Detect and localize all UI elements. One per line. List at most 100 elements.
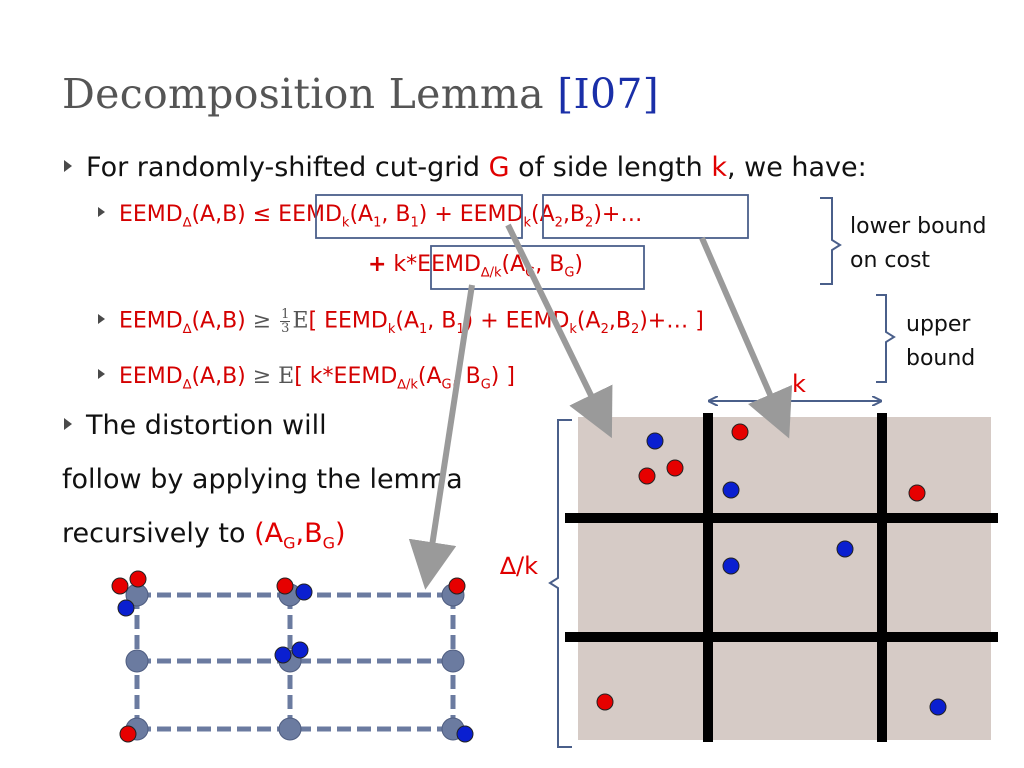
l3-den: 3 bbox=[281, 321, 290, 336]
bullet1-k-symbol: k bbox=[711, 152, 727, 183]
lemma-line-1: EEMD∆(A,B) ≤ EEMDk(A1, B1) + EEMDk(A2,B2… bbox=[98, 202, 642, 230]
cut-grid-lines bbox=[565, 413, 998, 742]
point-blue bbox=[291, 641, 309, 659]
l3-args: (A,B) bbox=[191, 308, 253, 334]
l1-t2-s1: 2 bbox=[554, 215, 563, 231]
l1-lhs-args: (A,B) ≤ bbox=[191, 202, 279, 227]
l3-k1: k bbox=[387, 321, 396, 337]
l2-s2: G bbox=[564, 265, 575, 281]
recursive-grid-nodes bbox=[125, 583, 465, 741]
l3-bb: (A bbox=[395, 308, 419, 334]
bullet2-c-s2: G bbox=[322, 533, 336, 553]
l2-a: (A bbox=[501, 252, 526, 277]
l1-plus: + bbox=[427, 202, 460, 227]
bullet2-line-c: recursively to (AG,BG) bbox=[62, 518, 346, 552]
l1-t1-s2: 1 bbox=[410, 215, 419, 231]
lower-bound-line-1: lower bound bbox=[850, 214, 987, 239]
bullet2-c-pre: recursively to bbox=[62, 518, 255, 549]
bullet2-line-b: follow by applying the lemma bbox=[62, 464, 463, 495]
l3-bg: )+… ] bbox=[639, 308, 704, 334]
point-red bbox=[276, 577, 294, 595]
l1-t2: EEMD bbox=[459, 202, 524, 227]
l1-tail: +… bbox=[601, 202, 643, 227]
l3-lhs: EEMD bbox=[119, 308, 183, 334]
l3-expectation: E bbox=[292, 308, 309, 334]
l4-bb: (A bbox=[417, 364, 442, 389]
point-blue bbox=[295, 583, 313, 601]
arrow-box2-to-cell bbox=[699, 236, 793, 439]
bullet2-c-a: (A bbox=[254, 518, 284, 549]
lower-bound-line-2: on cost bbox=[850, 248, 931, 273]
l1-t2-c: ) bbox=[593, 202, 602, 227]
bullet-arrow-icon bbox=[64, 159, 72, 172]
l1-t1: EEMD bbox=[278, 202, 342, 227]
l4-args: (A,B) bbox=[191, 364, 253, 389]
l2-b: , B bbox=[535, 252, 565, 277]
l1-t2-s2: 2 bbox=[585, 215, 594, 231]
grid-side-k-label: k bbox=[792, 370, 806, 398]
node bbox=[125, 649, 149, 673]
point-blue bbox=[836, 540, 854, 558]
bullet2-c-s1: G bbox=[283, 533, 296, 553]
lower-bound-bracket bbox=[820, 197, 842, 285]
bullet1-grid-symbol: G bbox=[488, 152, 510, 183]
slide-title: Decomposition Lemma [I07] bbox=[62, 70, 659, 118]
point-red bbox=[731, 423, 749, 441]
title-text: Decomposition Lemma bbox=[62, 70, 558, 118]
grid-points bbox=[596, 423, 947, 716]
l1-t1-b: , B bbox=[381, 202, 411, 227]
upper-bound-line-2: bound bbox=[906, 346, 976, 371]
arrow-box3-to-coarse-grid bbox=[408, 284, 475, 590]
l1-delta: ∆ bbox=[182, 215, 192, 231]
cell-size-bracket bbox=[548, 419, 572, 748]
point-blue bbox=[117, 599, 135, 617]
lower-bound-note: lower bound on cost bbox=[850, 210, 986, 278]
title-reference: [I07] bbox=[557, 70, 660, 118]
l4-ge: ≥ bbox=[252, 364, 279, 389]
bullet-main-statement: For randomly-shifted cut-grid G of side … bbox=[64, 152, 867, 183]
term-box-2 bbox=[542, 194, 749, 239]
bullet2-c-b: ,B bbox=[295, 518, 323, 549]
point-red bbox=[111, 577, 129, 595]
l4-expectation: E bbox=[278, 364, 295, 389]
bullet1-text-a: For randomly-shifted cut-grid bbox=[86, 152, 489, 183]
node bbox=[441, 649, 465, 673]
point-blue bbox=[722, 481, 740, 499]
bullet-distortion: The distortion will bbox=[64, 410, 327, 441]
l2-term-sub: ∆/k bbox=[480, 265, 502, 281]
l3-bc: , B bbox=[427, 308, 457, 334]
grid-background bbox=[578, 417, 991, 740]
l2-plus: + bbox=[368, 252, 387, 277]
upper-bound-line-1: upper bbox=[906, 312, 971, 337]
sub-bullet-arrow-icon bbox=[98, 207, 105, 217]
l1-t1-s1: 1 bbox=[373, 215, 382, 231]
term-box-1 bbox=[315, 194, 523, 239]
point-blue bbox=[722, 557, 740, 575]
l1-lhs: EEMD bbox=[119, 202, 183, 227]
point-blue bbox=[929, 698, 947, 716]
l3-ba: [ EEMD bbox=[308, 308, 388, 334]
arrow-box1-to-cell bbox=[505, 223, 613, 439]
point-red bbox=[908, 484, 926, 502]
recursive-grid-points bbox=[111, 570, 474, 743]
l3-s3: 2 bbox=[600, 321, 609, 337]
sub-bullet-arrow-icon bbox=[98, 313, 105, 324]
l4-s1: G bbox=[441, 377, 452, 393]
node bbox=[278, 717, 302, 741]
lemma-line-4: EEMD∆(A,B) ≥ E[ k*EEMD∆/k(AG, BG) ] bbox=[98, 364, 515, 392]
l2-term: EEMD bbox=[417, 252, 481, 277]
l4-s2: G bbox=[480, 377, 491, 393]
l3-k2: k bbox=[569, 321, 577, 337]
point-red bbox=[638, 467, 656, 485]
l3-s2: 1 bbox=[456, 321, 465, 337]
l1-t1-a: (A bbox=[349, 202, 374, 227]
point-red bbox=[119, 725, 137, 743]
bullet2-c-c: ) bbox=[335, 518, 346, 549]
bullet2-line-a: The distortion will bbox=[86, 410, 327, 441]
l4-bd: ) ] bbox=[490, 364, 515, 389]
l2-coef: k* bbox=[386, 252, 418, 277]
bullet1-text-b: of side length bbox=[509, 152, 712, 183]
sub-bullet-arrow-icon bbox=[98, 369, 105, 379]
